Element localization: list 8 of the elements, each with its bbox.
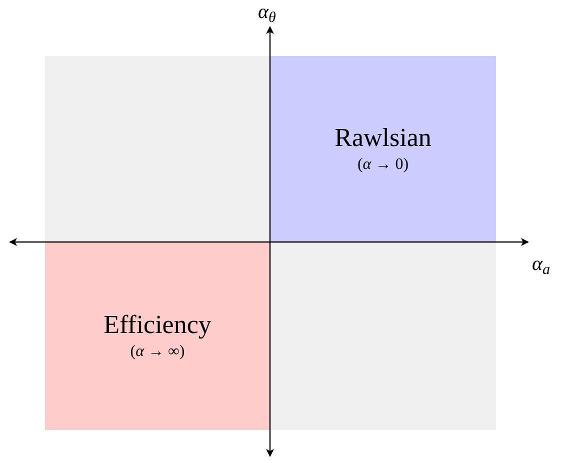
quadrant-subtitle: (α → ∞) xyxy=(130,342,185,362)
quadrant-title: Efficiency xyxy=(104,310,212,340)
quadrant-subtitle: (α → 0) xyxy=(357,155,409,175)
axis-label: α$_{a}$ xyxy=(532,252,550,276)
axis-label: α$_{θ}$ xyxy=(258,0,276,24)
quadrant-region xyxy=(45,242,270,430)
quadrant-title: Rawlsian xyxy=(334,123,432,153)
quadrant-region xyxy=(270,56,496,242)
